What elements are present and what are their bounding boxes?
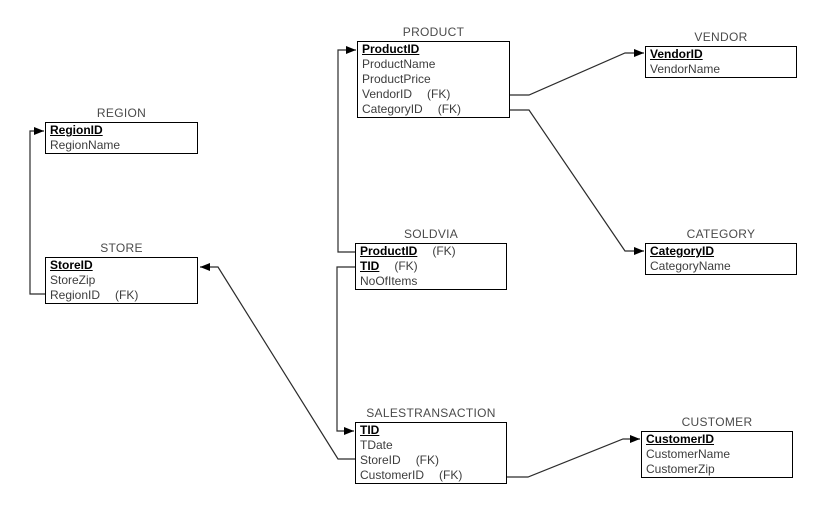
field-row: CustomerName	[642, 447, 792, 462]
field-name: CustomerID	[360, 468, 425, 482]
field-name: CustomerZip	[646, 462, 715, 476]
field-row: NoOfItems	[356, 274, 506, 289]
field-name: StoreID	[360, 453, 401, 467]
field-row: VendorID	[646, 47, 796, 62]
entity-category-title: CATEGORY	[686, 227, 756, 241]
connector-salestransaction-store	[200, 263, 355, 460]
fk-tag: (FK)	[439, 468, 463, 482]
field-name: StoreID	[50, 258, 93, 272]
field-name: CategoryID	[650, 244, 715, 258]
entity-customer-box: CustomerID CustomerName CustomerZip	[641, 431, 793, 478]
entity-store[interactable]: STORE StoreID StoreZip RegionID (FK)	[45, 241, 198, 304]
field-row: CustomerID	[642, 432, 792, 447]
entity-store-box: StoreID StoreZip RegionID (FK)	[45, 257, 198, 304]
field-name: RegionID	[50, 123, 103, 137]
field-row: VendorName	[646, 62, 796, 77]
entity-salestransaction-box: TID TDate StoreID(FK) CustomerID(FK)	[355, 422, 507, 484]
connector-salestransaction-customer	[507, 435, 640, 478]
entity-region[interactable]: REGION RegionID RegionName	[45, 106, 198, 154]
field-name: ProductID	[362, 42, 420, 56]
entity-product-title: PRODUCT	[402, 25, 465, 39]
field-row: TDate	[356, 438, 506, 453]
field-row: ProductName	[358, 57, 509, 72]
field-row: CustomerZip	[642, 462, 792, 477]
field-name: ProductPrice	[362, 72, 431, 86]
field-row: RegionID	[46, 123, 197, 138]
entity-store-title: STORE	[100, 241, 143, 255]
field-name: VendorID	[650, 47, 703, 61]
field-row: RegionID (FK)	[46, 288, 197, 303]
entity-vendor[interactable]: VENDOR VendorID VendorName	[645, 30, 797, 78]
field-name: TDate	[360, 438, 393, 452]
entity-customer[interactable]: CUSTOMER CustomerID CustomerName Custome…	[641, 415, 793, 478]
fk-tag: (FK)	[415, 453, 440, 467]
field-row: CategoryID	[646, 244, 796, 259]
connector-soldvia-salestransaction	[336, 266, 355, 435]
field-row: CategoryID (FK)	[358, 102, 509, 117]
fk-tag: (FK)	[427, 87, 451, 101]
entity-product[interactable]: PRODUCT ProductID ProductName ProductPri…	[357, 25, 510, 118]
field-name: VendorID	[362, 87, 413, 101]
fk-tag: (FK)	[437, 102, 462, 116]
field-name: ProductName	[362, 57, 436, 71]
field-name: NoOfItems	[360, 274, 418, 288]
entity-category[interactable]: CATEGORY CategoryID CategoryName	[645, 227, 797, 275]
field-name: TID	[360, 423, 380, 437]
entity-customer-title: CUSTOMER	[681, 415, 753, 429]
field-row: StoreZip	[46, 273, 197, 288]
entity-region-box: RegionID RegionName	[45, 122, 198, 154]
field-row: TID	[356, 423, 506, 438]
entity-salestransaction-title: SALESTRANSACTION	[366, 406, 496, 420]
field-row: StoreID	[46, 258, 197, 273]
field-name: CustomerID	[646, 432, 715, 446]
field-row: VendorID (FK)	[358, 87, 509, 102]
entity-salestransaction[interactable]: SALESTRANSACTION TID TDate StoreID (FK) C…	[355, 406, 507, 484]
fk-tag: (FK)	[394, 259, 418, 273]
field-row: CategoryName	[646, 259, 796, 274]
field-name: ProductID	[360, 244, 418, 258]
field-row: ProductID (FK)	[356, 244, 506, 259]
connector-product-category	[510, 109, 644, 255]
connector-product-vendor	[510, 49, 644, 96]
field-row: CustomerID (FK)	[356, 468, 506, 483]
field-name: CustomerName	[646, 447, 731, 461]
entity-soldvia[interactable]: SOLDVIA ProductID(FK) TID(FK) NoOfItems	[355, 227, 507, 290]
entity-vendor-box: VendorID VendorName	[645, 46, 797, 78]
field-row: RegionName	[46, 138, 197, 153]
entity-soldvia-box: ProductID(FK) TID(FK) NoOfItems	[355, 243, 507, 290]
field-row: ProductPrice	[358, 72, 509, 87]
field-name: RegionID	[50, 288, 101, 302]
entity-region-title: REGION	[96, 106, 147, 120]
entity-product-box: ProductID ProductName ProductPrice Vendo…	[357, 41, 510, 118]
connector-soldvia-product	[337, 46, 356, 253]
field-name: RegionName	[50, 138, 121, 152]
entity-vendor-title: VENDOR	[694, 30, 748, 44]
field-name: TID	[360, 259, 380, 273]
field-name: VendorName	[650, 62, 721, 76]
fk-tag: (FK)	[432, 244, 456, 258]
field-name: CategoryName	[650, 259, 731, 273]
field-row: TID (FK)	[356, 259, 506, 274]
field-row: StoreID (FK)	[356, 453, 506, 468]
entity-category-box: CategoryID CategoryName	[645, 243, 797, 275]
field-name: CategoryID	[362, 102, 423, 116]
field-row: ProductID	[358, 42, 509, 57]
connector-store-region	[29, 127, 46, 295]
fk-tag: (FK)	[115, 288, 139, 302]
entity-soldvia-title: SOLDVIA	[403, 227, 459, 241]
field-name: StoreZip	[50, 273, 96, 287]
